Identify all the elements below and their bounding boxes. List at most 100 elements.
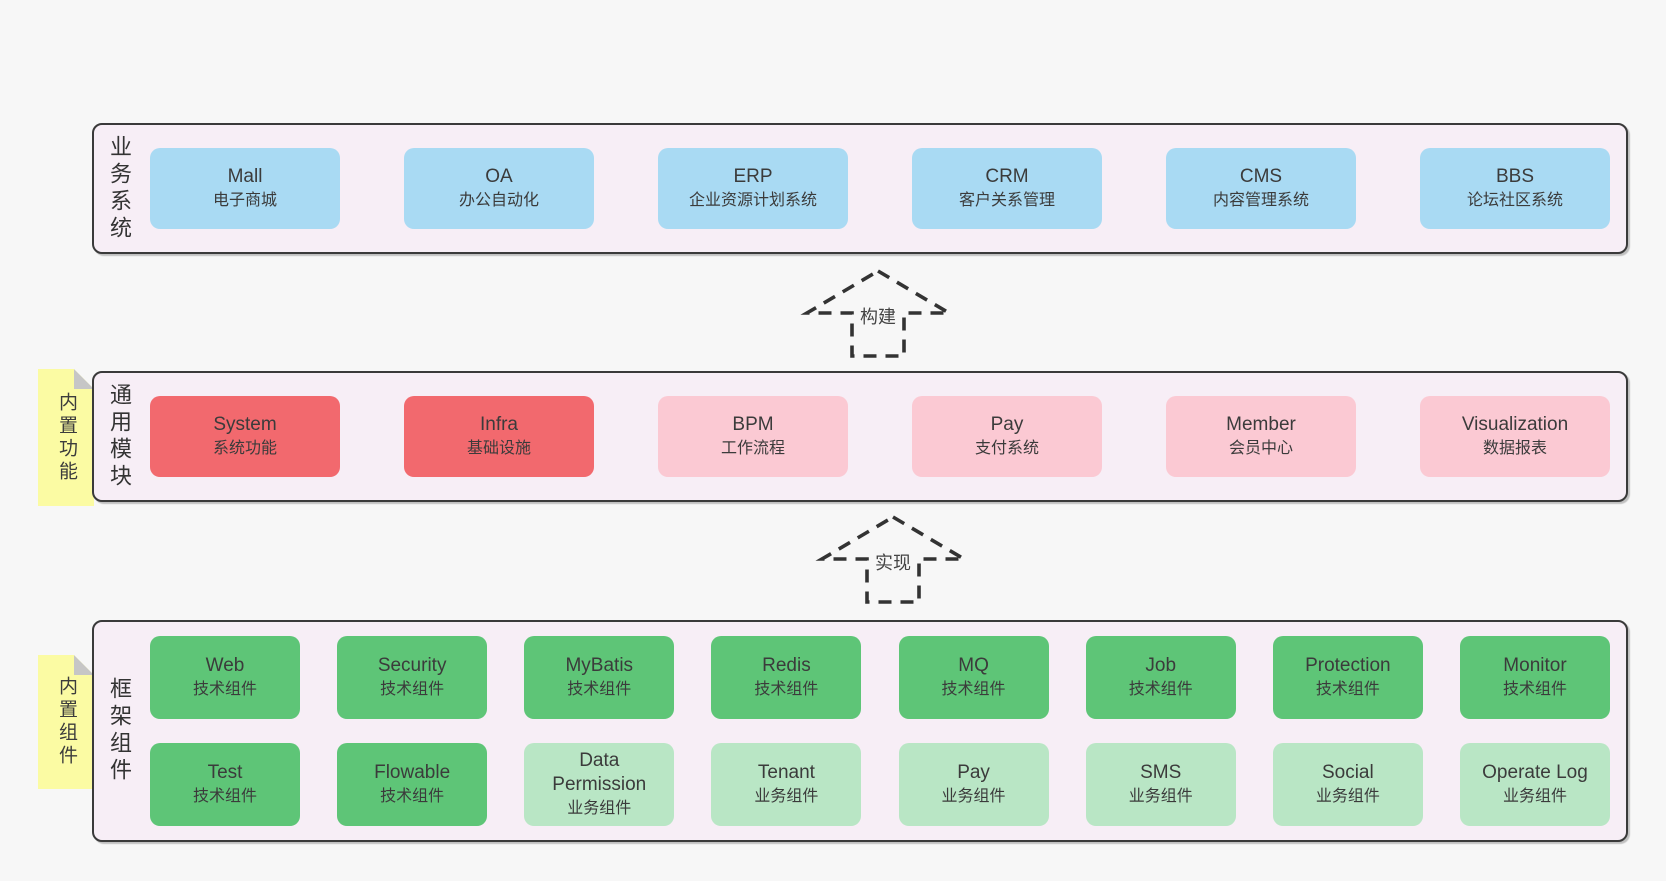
box-flowable: Flowable 技术组件 <box>337 743 488 826</box>
box-name: Web <box>205 654 245 676</box>
box-desc: 业务组件 <box>567 800 632 818</box>
box-mybatis: MyBatis 技术组件 <box>524 636 675 719</box>
box-pay: Pay 支付系统 <box>912 396 1102 477</box>
box-security: Security 技术组件 <box>337 636 488 719</box>
box-name: Security <box>377 654 447 676</box>
box-desc: 系统功能 <box>212 440 277 458</box>
box-desc: 技术组件 <box>380 788 445 806</box>
box-desc: 论坛社区系统 <box>1466 192 1563 210</box>
box-name: OA <box>485 165 513 187</box>
folded-corner-icon <box>74 369 94 389</box>
box-data-permission: Data Permission 业务组件 <box>524 743 675 826</box>
arrow-build: 构建 <box>800 268 956 360</box>
box-name: Tenant <box>757 761 815 783</box>
box-desc: 电子商城 <box>212 192 277 210</box>
box-desc: 技术组件 <box>192 681 257 699</box>
box-desc: 数据报表 <box>1482 440 1547 458</box>
box-tenant: Tenant 业务组件 <box>711 743 862 826</box>
box-name: Test <box>207 761 243 783</box>
box-name: Infra <box>479 413 519 435</box>
box-name: ERP <box>733 165 773 187</box>
common-modules-row: System 系统功能 Infra 基础设施 BPM 工作流程 Pay 支付系统… <box>150 396 1610 477</box>
box-system: System 系统功能 <box>150 396 340 477</box>
layer-business-systems: 业务系统 Mall 电子商城 OA 办公自动化 ERP 企业资源计划系统 CRM… <box>92 123 1628 254</box>
box-pay-biz: Pay 业务组件 <box>898 743 1049 826</box>
box-monitor: Monitor 技术组件 <box>1459 636 1610 719</box>
box-name: Pay <box>957 761 990 783</box>
folded-corner-icon <box>74 655 94 675</box>
box-desc: 内容管理系统 <box>1212 192 1309 210</box>
framework-row-1: Web 技术组件 Security 技术组件 MyBatis 技术组件 Redi… <box>150 636 1610 719</box>
box-desc: 技术组件 <box>567 681 632 699</box>
box-name: SMS <box>1140 761 1182 783</box>
box-desc: 工作流程 <box>720 440 785 458</box>
box-name: CMS <box>1239 165 1283 187</box>
up-block-arrow-icon <box>815 514 971 604</box>
box-desc: 业务组件 <box>941 788 1006 806</box>
box-desc: 技术组件 <box>941 681 1006 699</box>
box-name: Visualization <box>1461 413 1569 435</box>
box-oa: OA 办公自动化 <box>404 148 594 229</box>
box-desc: 技术组件 <box>1315 681 1380 699</box>
box-name: CRM <box>985 165 1029 187</box>
box-desc: 客户关系管理 <box>958 192 1055 210</box>
box-bbs: BBS 论坛社区系统 <box>1420 148 1610 229</box>
box-desc: 业务组件 <box>1315 788 1380 806</box>
arrow-implement-label: 实现 <box>870 548 916 576</box>
layer-label-framework-components: 框架组件 <box>107 677 132 785</box>
box-desc: 技术组件 <box>1502 681 1567 699</box>
box-name: Pay <box>990 413 1024 435</box>
box-mq: MQ 技术组件 <box>898 636 1049 719</box>
box-visualization: Visualization 数据报表 <box>1420 396 1610 477</box>
box-desc: 企业资源计划系统 <box>688 192 817 210</box>
box-desc: 会员中心 <box>1228 440 1293 458</box>
box-desc: 技术组件 <box>754 681 819 699</box>
box-mall: Mall 电子商城 <box>150 148 340 229</box>
box-job: Job 技术组件 <box>1085 636 1236 719</box>
box-name: Social <box>1321 761 1374 783</box>
box-sms: SMS 业务组件 <box>1085 743 1236 826</box>
arrow-implement: 实现 <box>815 514 971 606</box>
box-desc: 基础设施 <box>466 440 531 458</box>
box-infra: Infra 基础设施 <box>404 396 594 477</box>
box-operate-log: Operate Log 业务组件 <box>1459 743 1610 826</box>
box-crm: CRM 客户关系管理 <box>912 148 1102 229</box>
box-name: Flowable <box>374 761 451 783</box>
box-desc: 业务组件 <box>754 788 819 806</box>
sticky-note-builtin-features: 内置功能 <box>38 369 94 506</box>
box-erp: ERP 企业资源计划系统 <box>658 148 848 229</box>
box-member: Member 会员中心 <box>1166 396 1356 477</box>
layer-framework-components: 框架组件 Web 技术组件 Security 技术组件 MyBatis 技术组件… <box>92 620 1628 842</box>
box-cms: CMS 内容管理系统 <box>1166 148 1356 229</box>
framework-row-2: Test 技术组件 Flowable 技术组件 Data Permission … <box>150 743 1610 826</box>
box-desc: 业务组件 <box>1502 788 1567 806</box>
box-name: Protection <box>1305 654 1391 676</box>
box-name: BPM <box>732 413 774 435</box>
sticky-note-builtin-components: 内置组件 <box>38 655 94 789</box>
sticky-label: 内置组件 <box>56 676 77 768</box>
box-bpm: BPM 工作流程 <box>658 396 848 477</box>
box-redis: Redis 技术组件 <box>711 636 862 719</box>
layer-common-modules: 通用模块 System 系统功能 Infra 基础设施 BPM 工作流程 Pay… <box>92 371 1628 502</box>
box-name: Member <box>1226 413 1296 435</box>
box-desc: 办公自动化 <box>458 192 539 210</box>
box-desc: 技术组件 <box>380 681 445 699</box>
box-name: BBS <box>1495 165 1535 187</box>
arrow-build-label: 构建 <box>855 302 901 330</box>
box-name: MQ <box>958 654 989 676</box>
box-desc: 技术组件 <box>192 788 257 806</box>
layer-label-common-modules: 通用模块 <box>107 382 132 491</box>
sticky-label: 内置功能 <box>56 391 77 484</box>
box-name: Operate Log <box>1482 761 1588 783</box>
box-name: Monitor <box>1503 654 1567 676</box>
layer-label-business-systems: 业务系统 <box>107 134 132 243</box>
business-systems-row: Mall 电子商城 OA 办公自动化 ERP 企业资源计划系统 CRM 客户关系… <box>150 148 1610 229</box>
box-name: Data Permission <box>552 749 647 795</box>
box-social: Social 业务组件 <box>1272 743 1423 826</box>
box-desc: 支付系统 <box>974 440 1039 458</box>
box-name: MyBatis <box>565 654 634 676</box>
up-block-arrow-icon <box>800 268 956 358</box>
box-test: Test 技术组件 <box>150 743 300 826</box>
box-desc: 技术组件 <box>1128 681 1193 699</box>
